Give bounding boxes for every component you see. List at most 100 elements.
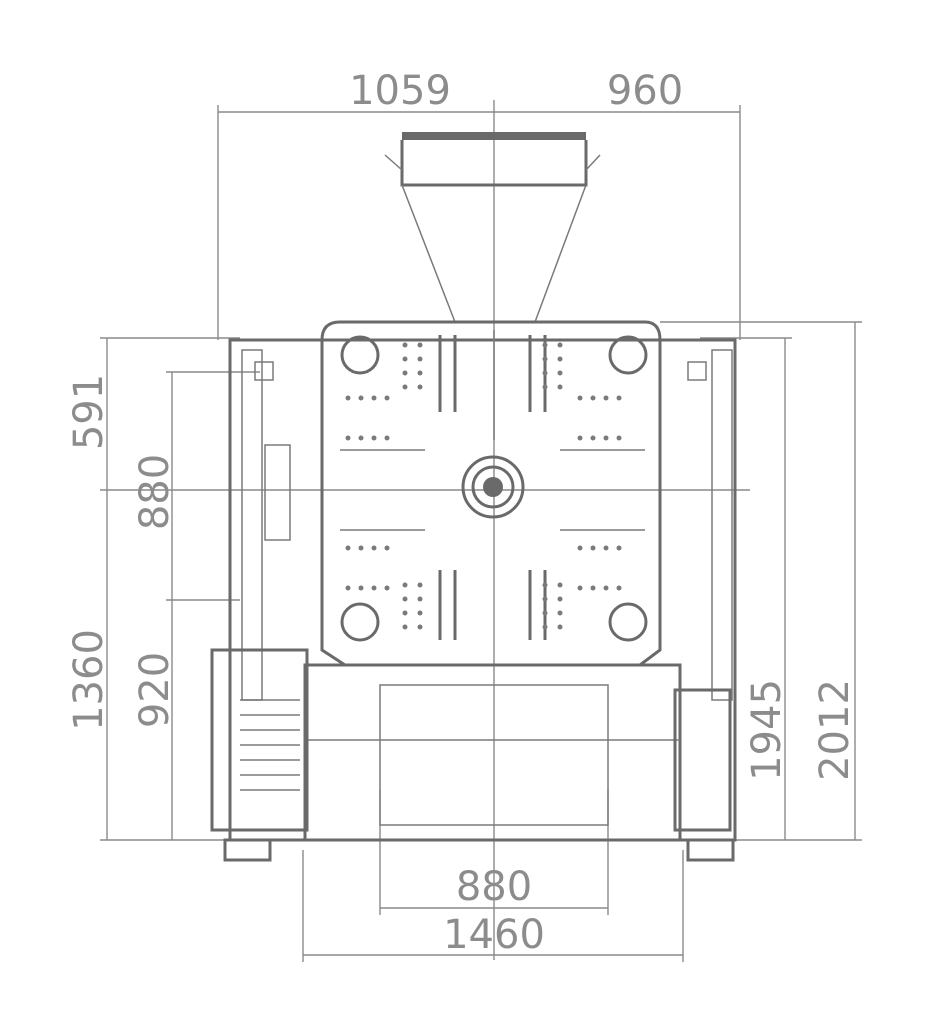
bolt-dot	[402, 356, 408, 362]
bolt-dot	[371, 545, 377, 551]
bolt-dot	[417, 624, 423, 630]
bolt-dot	[402, 624, 408, 630]
bolt-dot	[417, 610, 423, 616]
bolt-dot	[616, 395, 622, 401]
bolt-dot	[402, 370, 408, 376]
bolt-dot	[542, 356, 548, 362]
bolt-dot	[402, 596, 408, 602]
bolt-dot	[603, 545, 609, 551]
bolt-dot	[590, 435, 596, 441]
dim-label-2012: 2012	[812, 679, 858, 781]
corner-bolt	[340, 602, 380, 642]
bolt-dot	[417, 582, 423, 588]
bolt-dot	[542, 370, 548, 376]
bolt-dot	[577, 545, 583, 551]
bolt-dot	[557, 624, 563, 630]
bolt-dot	[417, 356, 423, 362]
bolt-dot	[557, 370, 563, 376]
corner-bolt	[608, 602, 648, 642]
base	[303, 663, 682, 842]
dim-label-1460: 1460	[443, 912, 545, 958]
bolt-dot	[417, 370, 423, 376]
bolt-dot	[616, 545, 622, 551]
bolt-dot	[557, 610, 563, 616]
center-hub-inner	[471, 465, 515, 509]
dim-label-880-horizontal: 880	[456, 864, 532, 910]
bolt-dot	[616, 435, 622, 441]
bolt-dot	[590, 395, 596, 401]
bolt-dot	[384, 545, 390, 551]
dim-label-1360: 1360	[66, 629, 112, 731]
bolt-dot	[384, 585, 390, 591]
bolt-dot	[371, 435, 377, 441]
right-valve	[687, 361, 707, 381]
bolt-dot	[616, 585, 622, 591]
corner-bolt	[608, 335, 648, 375]
right-gearbox	[673, 688, 732, 832]
right-rail	[711, 349, 733, 701]
bolt-dot	[417, 596, 423, 602]
dimension-lines	[100, 100, 862, 962]
bolt-dot	[345, 395, 351, 401]
bolt-dot	[417, 384, 423, 390]
dim-label-920: 920	[132, 652, 178, 728]
machine-frame	[210, 320, 737, 862]
bolt-pattern	[345, 342, 622, 630]
bolt-dot	[358, 545, 364, 551]
bolt-dot	[577, 395, 583, 401]
bolt-dot	[542, 582, 548, 588]
bolt-dot	[603, 585, 609, 591]
base-inner	[379, 684, 609, 826]
body-channels	[340, 330, 645, 531]
bolt-dot	[542, 624, 548, 630]
main-body	[320, 320, 662, 667]
bolt-dot	[384, 395, 390, 401]
center-hub	[461, 455, 525, 519]
left-rail	[241, 349, 263, 701]
bolt-dot	[557, 342, 563, 348]
bolt-dot	[345, 585, 351, 591]
bolt-dot	[557, 384, 563, 390]
bolt-dot	[358, 435, 364, 441]
bolt-dot	[557, 596, 563, 602]
bolt-dot	[402, 610, 408, 616]
bolt-dot	[577, 585, 583, 591]
bolt-dot	[603, 395, 609, 401]
bolt-dot	[371, 585, 377, 591]
foot-left	[223, 838, 272, 862]
bolt-dot	[402, 582, 408, 588]
bolt-dot	[542, 596, 548, 602]
corner-bolt	[340, 335, 380, 375]
center-hub-core	[483, 477, 503, 497]
bolt-dot	[542, 384, 548, 390]
hopper-lid	[402, 132, 586, 140]
hopper	[384, 132, 601, 323]
bolt-dot	[590, 585, 596, 591]
bolt-dot	[384, 435, 390, 441]
bolt-dot	[557, 356, 563, 362]
bolt-dot	[402, 384, 408, 390]
bolt-dot	[542, 342, 548, 348]
gearbox-fins	[240, 699, 300, 791]
bolt-dot	[590, 545, 596, 551]
bolt-dot	[345, 435, 351, 441]
bolt-dot	[358, 395, 364, 401]
bolt-dot	[542, 610, 548, 616]
dim-label-880-vertical: 880	[132, 454, 178, 530]
dim-label-960: 960	[607, 68, 683, 114]
dimension-labels: 1059 960 591 1360 880 920 1945 2012 880 …	[66, 68, 858, 958]
left-gearbox	[210, 648, 309, 832]
bolt-dot	[402, 342, 408, 348]
hopper-body	[400, 140, 588, 187]
dim-label-1945: 1945	[744, 679, 790, 781]
bolt-dot	[345, 545, 351, 551]
dim-label-1059: 1059	[349, 68, 451, 114]
bolt-dot	[557, 582, 563, 588]
left-valve	[254, 361, 274, 381]
control-panel	[264, 444, 291, 541]
bolt-dot	[603, 435, 609, 441]
dim-label-591: 591	[66, 374, 112, 450]
bolt-dot	[371, 395, 377, 401]
bolt-dot	[577, 435, 583, 441]
